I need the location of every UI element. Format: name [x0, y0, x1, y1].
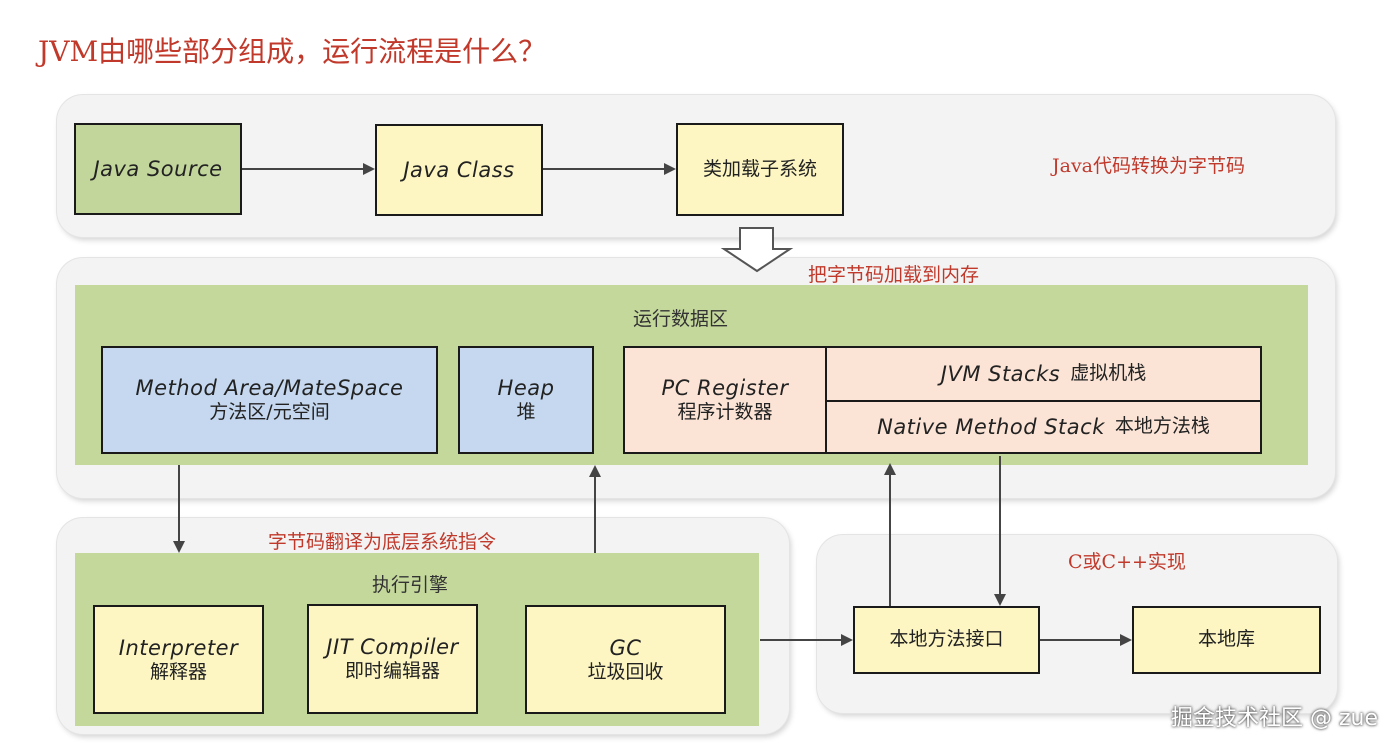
native-method-stack-box: Native Method Stack 本地方法栈: [825, 400, 1262, 454]
engine-note: 字节码翻译为底层系统指令: [268, 531, 497, 553]
jit-compiler-box: JIT Compiler 即时编辑器: [307, 604, 478, 714]
heap-label-zh: 堆: [516, 401, 536, 424]
jvm-stacks-label-zh: 虚拟机栈: [1070, 362, 1147, 385]
method-area-label-zh: 方法区/元空间: [209, 401, 330, 424]
engine-title: 执行引擎: [372, 574, 449, 596]
page-title: JVM由哪些部分组成，运行流程是什么？: [38, 35, 547, 68]
class-loader-label: 类加载子系统: [702, 157, 817, 180]
native-interface-label: 本地方法接口: [889, 628, 1004, 651]
block-down-arrow: [720, 227, 794, 273]
method-area-box: Method Area/MateSpace 方法区/元空间: [101, 346, 438, 454]
class-loader-box: 类加载子系统: [676, 123, 844, 216]
watermark: 掘金技术社区 @ zue: [1170, 706, 1378, 731]
native-method-stack-label-en: Native Method Stack: [877, 414, 1105, 439]
java-class-box: Java Class: [375, 124, 543, 216]
heap-label-en: Heap: [497, 376, 555, 400]
interpreter-label-en: Interpreter: [118, 635, 239, 660]
jvm-stacks-box: JVM Stacks 虚拟机栈: [825, 346, 1262, 402]
java-class-label: Java Class: [403, 157, 515, 182]
interpreter-box: Interpreter 解释器: [93, 605, 264, 714]
heap-box: Heap 堆: [458, 346, 594, 454]
native-note: C或C++实现: [1068, 551, 1186, 573]
gc-label-en: GC: [609, 635, 642, 660]
method-area-label-en: Method Area/MateSpace: [135, 376, 404, 400]
interpreter-label-zh: 解释器: [149, 660, 207, 683]
native-interface-box: 本地方法接口: [853, 606, 1040, 674]
jvm-stacks-label-en: JVM Stacks: [940, 361, 1061, 386]
runtime-data-title: 运行数据区: [633, 308, 729, 330]
bytecode-note: Java代码转换为字节码: [1052, 155, 1246, 177]
pc-register-label-zh: 程序计数器: [677, 401, 773, 424]
native-method-stack-label-zh: 本地方法栈: [1114, 415, 1210, 438]
jit-compiler-label-en: JIT Compiler: [326, 635, 459, 659]
native-library-label: 本地库: [1197, 628, 1255, 651]
gc-label-zh: 垃圾回收: [587, 660, 664, 683]
load-note: 把字节码加载到内存: [808, 264, 980, 286]
gc-box: GC 垃圾回收: [525, 605, 726, 714]
native-library-box: 本地库: [1132, 606, 1321, 674]
java-source-box: Java Source: [74, 123, 242, 215]
pc-register-label-en: PC Register: [661, 376, 789, 400]
jit-compiler-label-zh: 即时编辑器: [344, 660, 440, 683]
java-source-label: Java Source: [93, 156, 223, 181]
